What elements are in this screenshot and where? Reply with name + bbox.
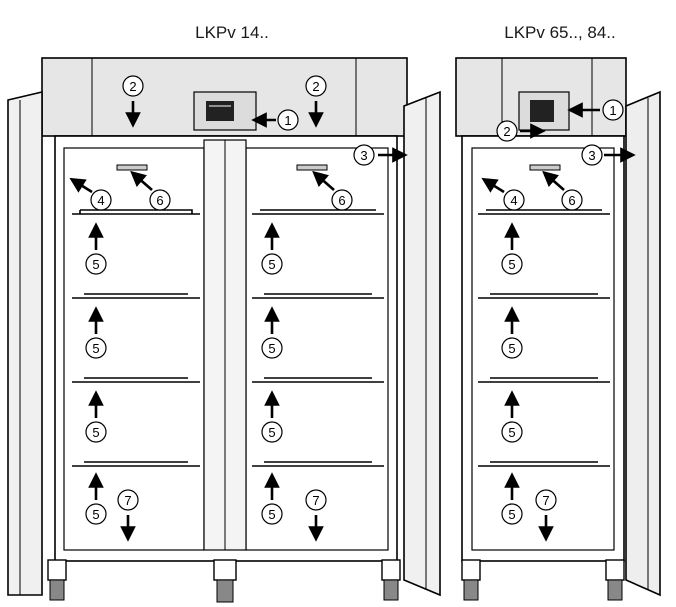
circle-number-icon: 7 xyxy=(305,489,327,511)
svg-text:2: 2 xyxy=(312,79,319,94)
controller-display xyxy=(530,100,554,122)
circle-number-icon: 7 xyxy=(117,489,139,511)
circle-number-icon: 2 xyxy=(305,75,327,97)
right-door xyxy=(403,90,441,597)
circle-number-icon: 5 xyxy=(501,503,523,525)
circle-number-icon: 5 xyxy=(261,253,283,275)
circle-number-icon: 1 xyxy=(602,99,624,121)
caster-wheel-icon xyxy=(461,559,625,601)
left-door xyxy=(7,90,43,596)
svg-text:7: 7 xyxy=(124,493,131,508)
svg-text:1: 1 xyxy=(284,113,291,128)
title-right: LKPv 65.., 84.. xyxy=(504,23,616,42)
svg-text:5: 5 xyxy=(268,425,275,440)
svg-text:1: 1 xyxy=(609,103,616,118)
circle-number-icon: 5 xyxy=(85,253,107,275)
circle-number-icon: 2 xyxy=(122,75,144,97)
light-icon xyxy=(116,164,148,171)
svg-text:7: 7 xyxy=(542,493,549,508)
circle-number-icon: 5 xyxy=(261,503,283,525)
circle-number-icon: 1 xyxy=(277,109,299,131)
circle-number-icon: 5 xyxy=(85,421,107,443)
svg-text:5: 5 xyxy=(508,257,515,272)
arrow-icon xyxy=(69,101,636,542)
svg-text:3: 3 xyxy=(588,148,595,163)
circle-number-icon: 6 xyxy=(331,189,353,211)
svg-text:7: 7 xyxy=(312,493,319,508)
svg-text:5: 5 xyxy=(92,257,99,272)
circle-number-icon: 5 xyxy=(261,421,283,443)
svg-text:6: 6 xyxy=(156,193,163,208)
circle-number-icon: 2 xyxy=(496,120,518,142)
circle-number-icon: 4 xyxy=(90,189,112,211)
svg-text:5: 5 xyxy=(268,257,275,272)
circle-number-icon: 3 xyxy=(581,144,603,166)
callouts: 2 2 2 1 1 3 3 4 4 6 6 6 5 5 5 5 5 5 5 5 … xyxy=(85,75,624,525)
svg-text:6: 6 xyxy=(338,193,345,208)
circle-number-icon: 5 xyxy=(501,253,523,275)
circle-number-icon: 6 xyxy=(149,189,171,211)
svg-text:5: 5 xyxy=(268,507,275,522)
svg-text:5: 5 xyxy=(92,341,99,356)
svg-text:5: 5 xyxy=(268,341,275,356)
svg-text:5: 5 xyxy=(92,507,99,522)
circle-number-icon: 5 xyxy=(261,337,283,359)
controller-display xyxy=(206,101,234,121)
circle-number-icon: 5 xyxy=(501,337,523,359)
svg-text:5: 5 xyxy=(508,507,515,522)
circle-number-icon: 3 xyxy=(353,144,375,166)
shelves-right xyxy=(478,209,610,467)
light-icon xyxy=(529,164,561,171)
unit-double-door xyxy=(7,57,441,603)
svg-text:2: 2 xyxy=(503,124,510,139)
circle-number-icon: 6 xyxy=(561,189,583,211)
circle-number-icon: 5 xyxy=(85,337,107,359)
svg-text:5: 5 xyxy=(508,341,515,356)
svg-text:4: 4 xyxy=(97,193,104,208)
shelves-left xyxy=(72,209,384,467)
circle-number-icon: 5 xyxy=(501,421,523,443)
caster-wheel-icon xyxy=(47,559,401,603)
svg-text:4: 4 xyxy=(510,193,517,208)
svg-text:3: 3 xyxy=(360,148,367,163)
svg-text:5: 5 xyxy=(508,425,515,440)
svg-text:2: 2 xyxy=(129,79,136,94)
circle-number-icon: 4 xyxy=(503,189,525,211)
circle-number-icon: 5 xyxy=(85,503,107,525)
light-icon xyxy=(296,164,328,171)
svg-text:5: 5 xyxy=(92,425,99,440)
unit-single-door xyxy=(455,57,661,601)
svg-text:6: 6 xyxy=(568,193,575,208)
single-door xyxy=(625,90,661,597)
circle-number-icon: 7 xyxy=(535,489,557,511)
title-left: LKPv 14.. xyxy=(195,23,269,42)
